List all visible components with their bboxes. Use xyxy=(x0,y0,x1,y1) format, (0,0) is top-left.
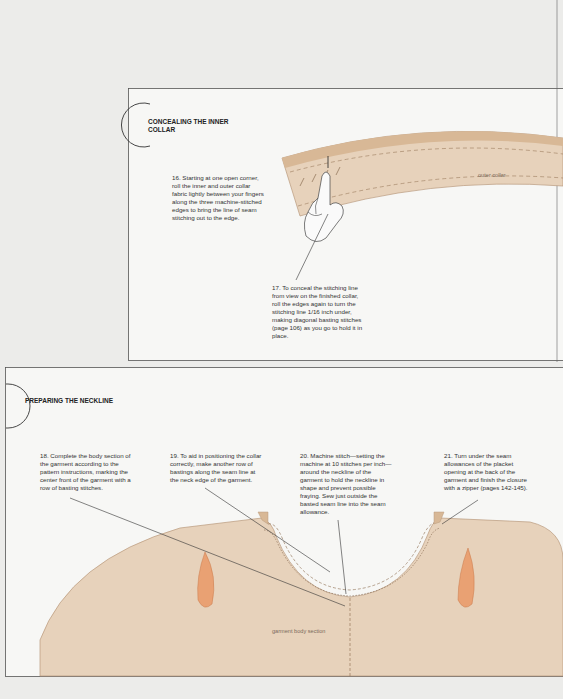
step-note: 17. To conceal the stitching line from v… xyxy=(272,284,368,340)
panel-letter xyxy=(6,384,30,428)
stitch-line xyxy=(290,148,563,172)
garment-body xyxy=(40,518,563,676)
dart xyxy=(458,548,474,607)
step-note: 21. Turn under the seam allowances of th… xyxy=(444,452,536,492)
panel-frame xyxy=(6,368,563,677)
step-note: 16. Starting at one open corner, roll th… xyxy=(172,174,264,222)
part-label: outer collar xyxy=(478,172,538,179)
section-heading: CONCEALING THE INNER COLLAR xyxy=(148,118,238,134)
part-label: garment body section xyxy=(272,628,352,635)
dart xyxy=(198,552,214,607)
section-heading: PREPARING THE NECKLINE xyxy=(25,397,145,405)
leader-line xyxy=(296,214,328,280)
basting-line xyxy=(264,528,440,596)
stitch-line xyxy=(298,176,563,206)
panel-letter xyxy=(121,103,150,147)
panel-frame xyxy=(129,89,563,361)
step-note: 19. To aid in positioning the collar cor… xyxy=(170,452,262,484)
stitch-line xyxy=(268,522,436,590)
center-front-basting xyxy=(350,598,351,676)
leader-line xyxy=(70,488,478,606)
hand xyxy=(304,172,343,242)
needle xyxy=(328,156,329,168)
step-note: 18. Complete the body section of the gar… xyxy=(40,452,132,492)
step-note: 20. Machine stitch—setting the machine a… xyxy=(300,452,394,517)
placket-edge xyxy=(258,512,444,524)
